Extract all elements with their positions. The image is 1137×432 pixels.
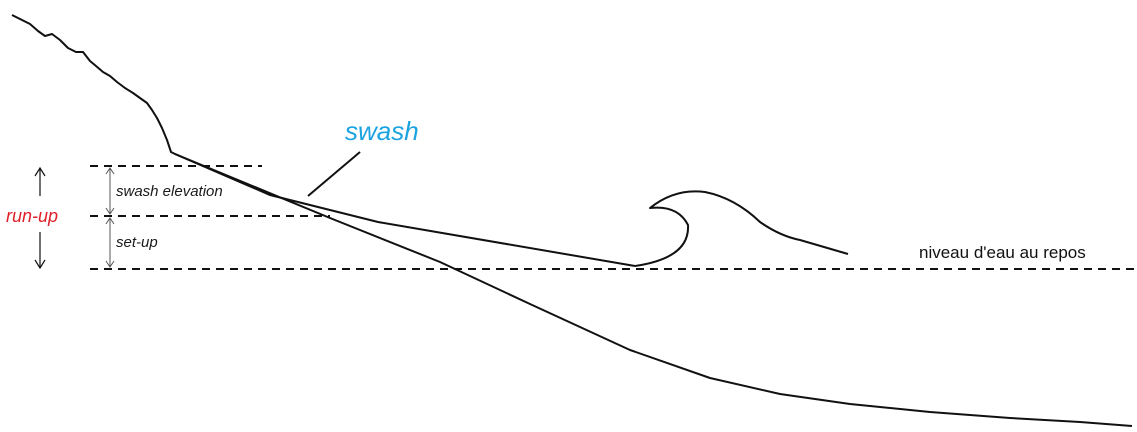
breaking-wave: [635, 191, 848, 266]
swash-elevation-label: swash elevation: [116, 183, 223, 200]
swash-elevation-arrow: [106, 168, 114, 214]
still-water-level-label: niveau d'eau au repos: [919, 243, 1086, 262]
beach-profile: [12, 15, 1132, 426]
set-up-arrow: [106, 218, 114, 267]
swash-leader-line: [308, 152, 360, 196]
swash-upper-surface: [175, 154, 635, 266]
set-up-label: set-up: [116, 234, 158, 251]
run-up-label: run-up: [6, 206, 58, 226]
swash-label: swash: [345, 116, 419, 146]
